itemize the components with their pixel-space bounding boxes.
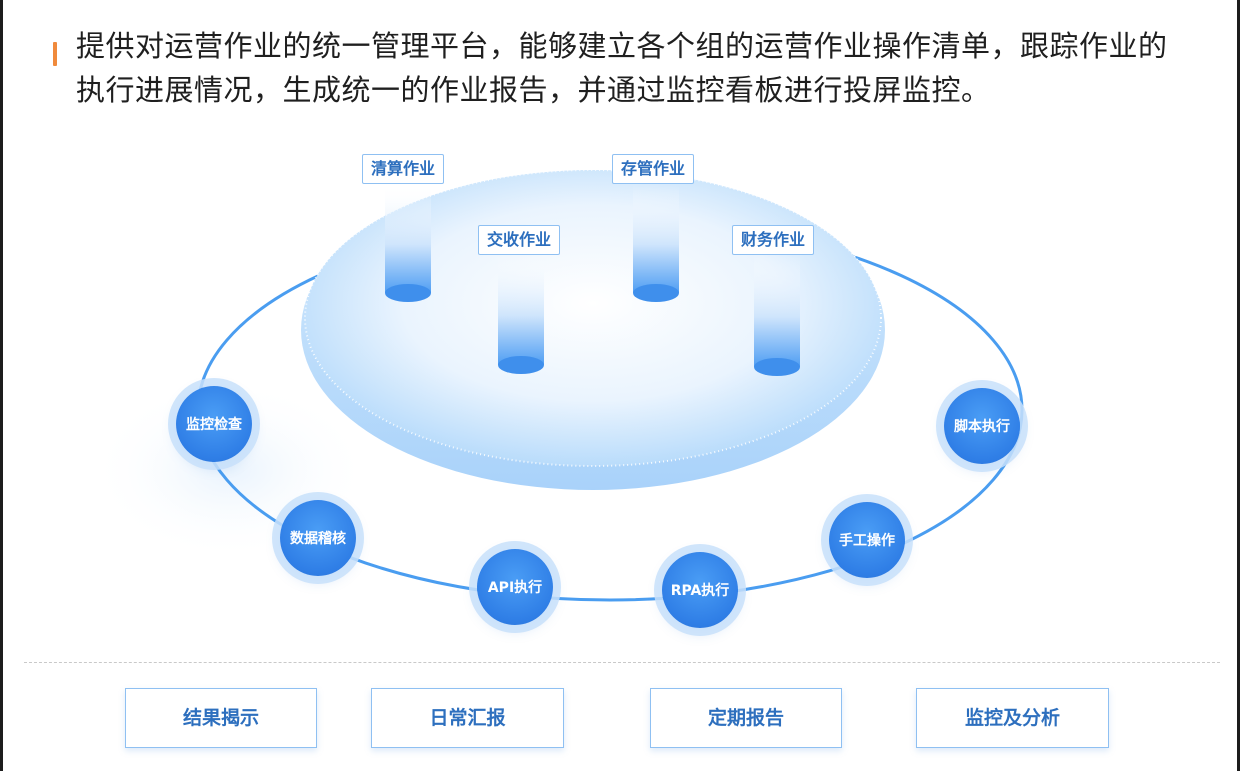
job-label-jiaoshou: 交收作业 bbox=[478, 225, 561, 255]
pillar-cunguan bbox=[633, 185, 679, 302]
right-frame-edge bbox=[1237, 0, 1240, 771]
section-divider bbox=[24, 662, 1220, 663]
output-richang-huibao: 日常汇报 bbox=[371, 688, 564, 748]
output-jiankong-fenxi: 监控及分析 bbox=[916, 688, 1109, 748]
pillar-caiwu bbox=[754, 255, 800, 376]
node-shougong-caozuo: 手工操作 bbox=[829, 502, 905, 578]
pillar-jiaoshou bbox=[498, 255, 544, 374]
job-label-cunguan: 存管作业 bbox=[612, 154, 695, 184]
node-shuju-jihe: 数据稽核 bbox=[280, 500, 356, 576]
node-jiankong-jiancha: 监控检查 bbox=[176, 386, 252, 462]
left-frame-edge bbox=[0, 0, 3, 771]
intro-paragraph: 提供对运营作业的统一管理平台，能够建立各个组的运营作业操作清单，跟踪作业的执行进… bbox=[76, 29, 1168, 107]
pillar-qingsuan bbox=[385, 185, 431, 302]
node-jiaoben-zhixing: 脚本执行 bbox=[944, 388, 1020, 464]
node-api-zhixing: API执行 bbox=[477, 549, 553, 625]
job-label-caiwu: 财务作业 bbox=[732, 225, 815, 255]
node-rpa-zhixing: RPA执行 bbox=[662, 552, 738, 628]
output-dingqi-baogao: 定期报告 bbox=[650, 688, 842, 748]
accent-bar bbox=[53, 42, 57, 66]
job-label-qingsuan: 清算作业 bbox=[362, 154, 445, 184]
output-jieguo-jieshi: 结果揭示 bbox=[125, 688, 317, 748]
platform-disc-edge bbox=[304, 169, 882, 467]
